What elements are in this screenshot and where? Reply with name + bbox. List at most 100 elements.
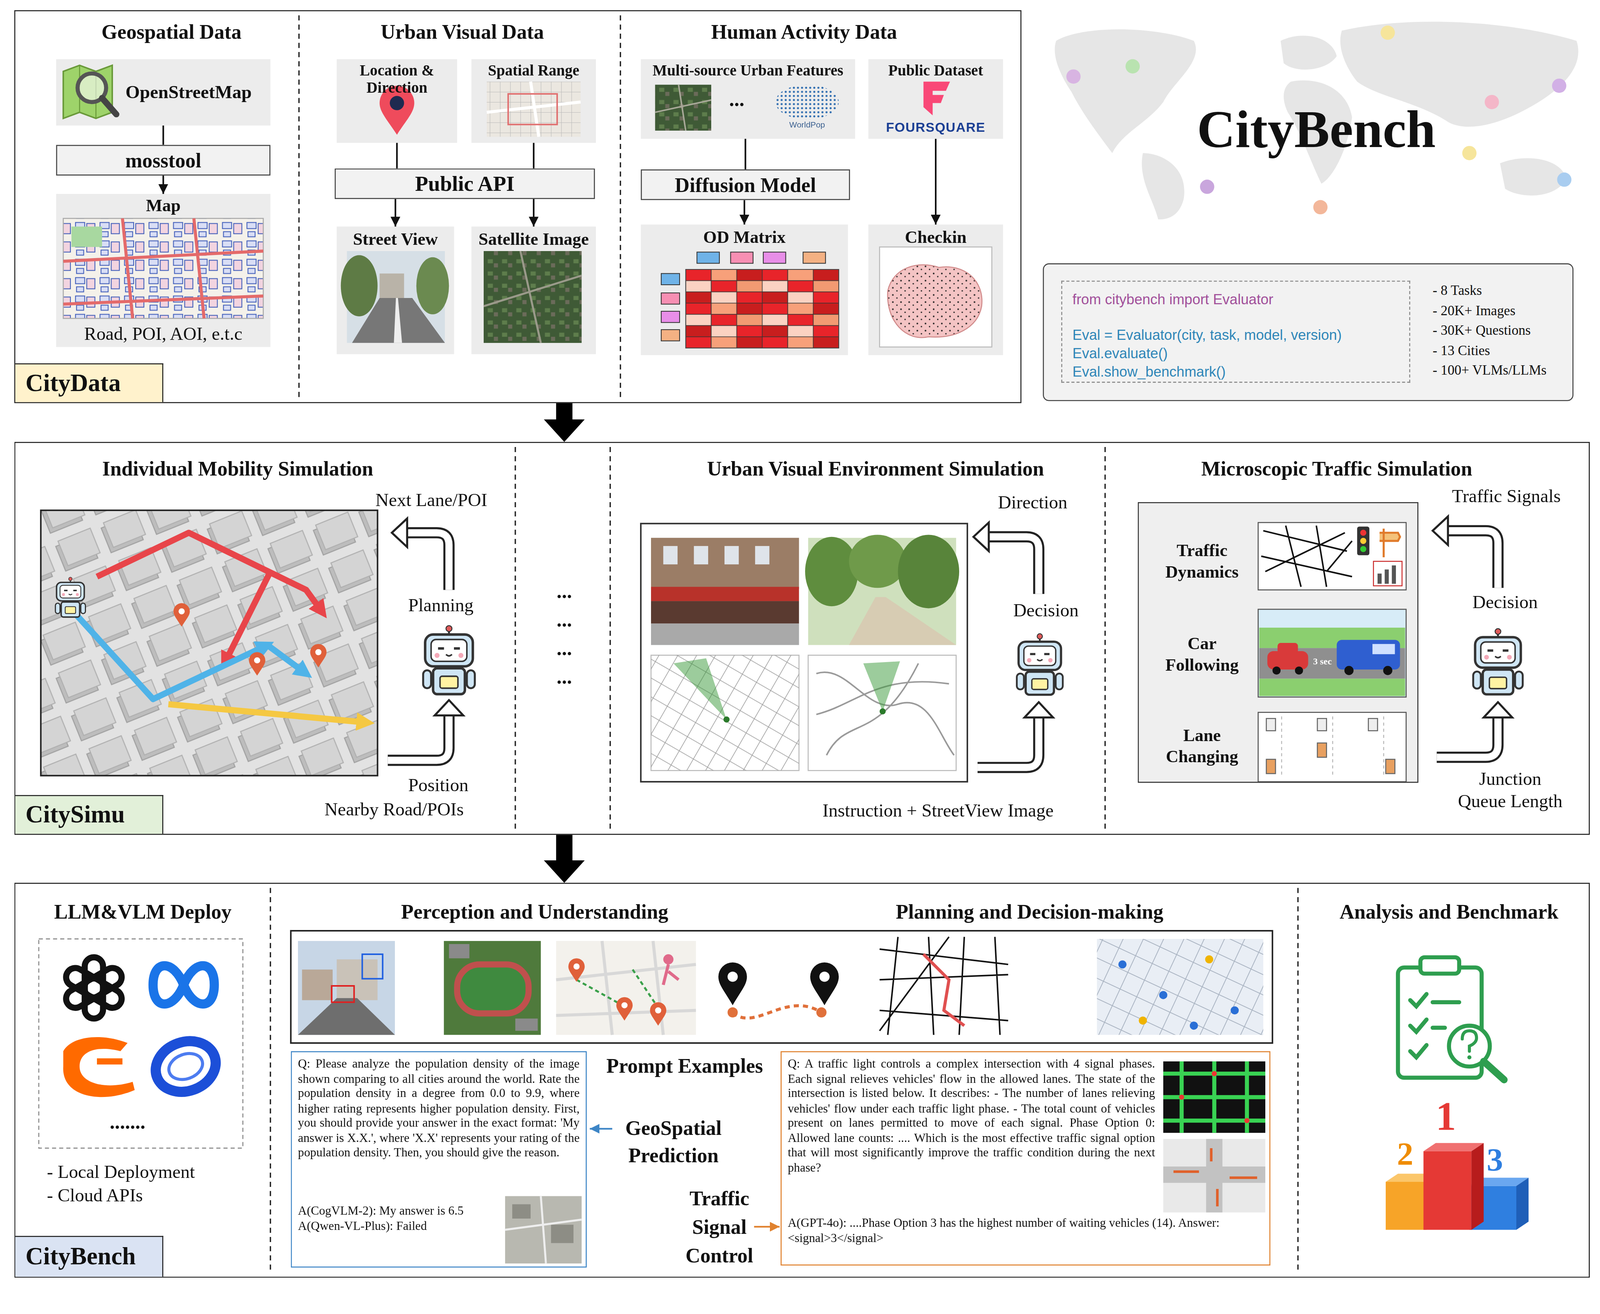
mobility-map — [249, 652, 266, 676]
task-images — [810, 962, 839, 1006]
robot-icon — [1016, 633, 1063, 695]
dashed-divider — [1297, 887, 1299, 1273]
box-label: Satellite Image — [471, 229, 596, 250]
output-box: Checkin — [868, 224, 1003, 356]
column-heading: Geospatial Data — [38, 20, 305, 44]
mobility-map — [40, 510, 378, 776]
ellipsis: ... — [543, 608, 585, 632]
prompt-thumbnail — [1163, 1061, 1266, 1213]
rank-number: 2 — [1389, 1134, 1421, 1172]
ellipsis: ... — [716, 87, 757, 112]
urban-feature-images — [654, 84, 712, 131]
stat-line: - 30K+ Questions — [1432, 321, 1531, 339]
process-box: Public API — [334, 168, 595, 200]
map-image — [63, 218, 264, 319]
visual-frame — [612, 523, 968, 817]
world-map — [1556, 172, 1572, 187]
box-label: Checkin — [868, 227, 1003, 248]
code-line: Eval.show_benchmark() — [1072, 362, 1226, 381]
street-view-image — [416, 257, 450, 315]
box-label: Diffusion Model — [674, 172, 817, 197]
od-matrix — [685, 269, 839, 348]
osm-logo — [102, 98, 117, 115]
visual-frame — [848, 597, 957, 646]
task-images — [727, 1007, 738, 1018]
task-images — [649, 1002, 667, 1026]
traffic-images — [1259, 678, 1405, 696]
box-label: Road, POI, AOI, e.t.c — [84, 323, 243, 345]
section-heading: Prompt Examples — [589, 1054, 780, 1078]
podium-icon — [1385, 1181, 1427, 1230]
leader-arrow — [589, 1128, 780, 1227]
mobility-map — [40, 510, 378, 776]
model-logos — [62, 957, 126, 1019]
traffic-images — [1261, 525, 1353, 587]
task-images — [443, 940, 541, 1035]
world-map — [1484, 95, 1500, 110]
mobility-map — [55, 577, 86, 618]
hollow-arrow — [406, 532, 450, 590]
task-images — [616, 997, 633, 1021]
traffic-images — [1295, 666, 1304, 675]
range-map — [486, 81, 581, 137]
dashed-divider — [514, 446, 516, 830]
rank-number: 1 — [1428, 1094, 1464, 1140]
ellipsis: ....... — [91, 1110, 164, 1134]
range-map — [508, 93, 558, 125]
traffic-images — [1372, 643, 1395, 655]
connector — [743, 200, 746, 225]
task-images — [556, 940, 696, 1035]
flow-label: Decision — [1472, 591, 1565, 614]
diagram-title: CityBench — [1051, 93, 1582, 166]
mobility-map — [310, 643, 327, 668]
prompt-box: Q: A traffic light controls a complex in… — [780, 1051, 1271, 1266]
box-fill — [336, 59, 458, 143]
visual-frame — [879, 708, 887, 715]
task-images — [732, 1005, 822, 1019]
traffic-images — [1258, 522, 1407, 590]
hollow-arrow — [1483, 701, 1513, 718]
satellite-image — [483, 251, 582, 343]
connector — [532, 199, 535, 227]
osm-logo — [63, 65, 113, 119]
task-images — [816, 1007, 827, 1018]
prompt-thumbnail — [1179, 1094, 1185, 1100]
clipboard-icon — [1483, 1061, 1504, 1080]
hollow-arrow — [387, 714, 450, 761]
box-label: mosstool — [125, 148, 201, 173]
traffic-images — [1379, 528, 1400, 558]
traffic-images — [1373, 561, 1403, 586]
traffic-images — [1336, 639, 1401, 670]
task-images — [331, 985, 354, 1003]
podium-icon — [1471, 1142, 1484, 1230]
process-box: Diffusion Model — [640, 169, 851, 200]
map-image — [71, 226, 103, 247]
map-box: MapRoad, POI, AOI, e.t.c — [56, 193, 271, 347]
section-heading: Urban Visual Environment Simulation — [676, 457, 1075, 481]
visual-frame — [651, 537, 799, 589]
task-images — [297, 997, 395, 1035]
panel: CityBenchQ: Please analyze the populatio… — [14, 882, 1590, 1278]
task-images — [1205, 955, 1214, 964]
world-map — [1054, 29, 1197, 153]
task-images — [362, 954, 383, 979]
box-label: Location & Direction — [336, 62, 458, 97]
task-images — [297, 940, 395, 1035]
traffic-images — [1360, 537, 1367, 544]
world-map — [1280, 35, 1337, 70]
checkin-map — [879, 247, 992, 348]
dashed-divider — [269, 887, 271, 1273]
section-heading: Microscopic Traffic Simulation — [1158, 457, 1516, 481]
robot-icon — [1473, 628, 1523, 695]
connector — [162, 175, 164, 194]
box-label: OD Matrix — [640, 227, 849, 248]
checkin-map — [879, 247, 992, 348]
podium-icon — [1423, 1151, 1472, 1230]
section-heading: Perception and Understanding — [351, 900, 719, 924]
prompt-text: Q: Please analyze the population density… — [297, 1056, 580, 1187]
section-heading: Planning and Decision-making — [845, 900, 1213, 924]
visual-frame — [755, 545, 770, 565]
list-item: - Local Deployment — [46, 1161, 262, 1183]
box-fill — [336, 226, 454, 354]
box-fill — [868, 224, 1003, 356]
